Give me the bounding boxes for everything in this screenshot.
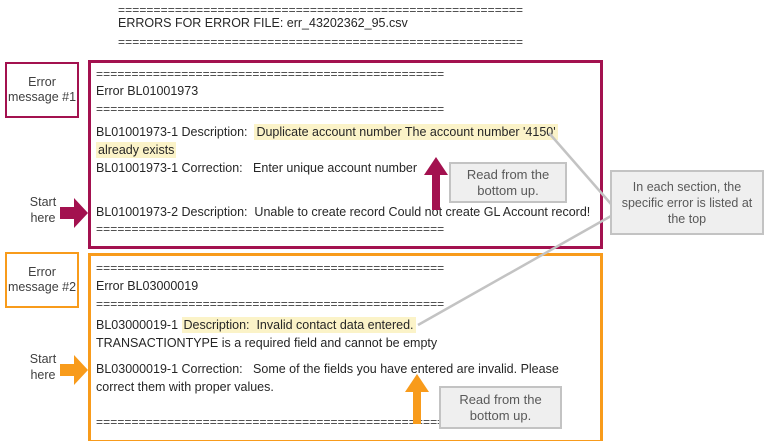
section1-desc-highlight: Duplicate account number The account num… bbox=[254, 124, 558, 140]
section2-correction-line1: BL03000019-1 Correction: Some of the fie… bbox=[96, 362, 559, 376]
section-note-callout: In each section, the specific error is l… bbox=[610, 170, 764, 235]
start-here-label-1: Start here bbox=[29, 195, 57, 225]
start-here-arrow-1-icon bbox=[60, 198, 88, 228]
section1-title: Error BL01001973 bbox=[96, 84, 199, 98]
section1-desc-highlight-line2: already exists bbox=[96, 142, 177, 158]
section2-correction-line2: correct them with proper values. bbox=[96, 380, 274, 394]
error-message-1-label: Error message #1 bbox=[5, 62, 79, 118]
read-bottom-up-callout-1: Read from the bottom up. bbox=[449, 162, 567, 203]
section2-description-line2: TRANSACTIONTYPE is a required field and … bbox=[96, 336, 438, 350]
section1-description2: BL01001973-2 Description: Unable to crea… bbox=[96, 205, 591, 219]
section1-description-line1: BL01001973-1 Description: Duplicate acco… bbox=[96, 124, 558, 140]
header-rule-top: ========================================… bbox=[118, 3, 524, 17]
section2-description-line1: BL03000019-1 Description: Invalid contac… bbox=[96, 317, 416, 333]
section1-correction: BL01001973-1 Correction: Enter unique ac… bbox=[96, 161, 418, 175]
section1-rule-top: ========================================… bbox=[96, 67, 445, 81]
header-title: ERRORS FOR ERROR FILE: err_43202362_95.c… bbox=[118, 16, 408, 30]
section1-rule-mid: ========================================… bbox=[96, 102, 445, 116]
start-here-arrow-2-icon bbox=[60, 355, 88, 385]
read-bottom-up-callout-2: Read from the bottom up. bbox=[439, 386, 562, 429]
section2-rule-top: ========================================… bbox=[96, 261, 445, 275]
section2-desc-prefix: BL03000019-1 bbox=[96, 318, 182, 332]
section1-desc-prefix: BL01001973-1 Description: bbox=[96, 125, 255, 139]
section2-title: Error BL03000019 bbox=[96, 279, 199, 293]
header-rule-bottom: ========================================… bbox=[118, 35, 524, 49]
start-here-label-2: Start here bbox=[29, 352, 57, 382]
section1-rule-bottom: ========================================… bbox=[96, 222, 445, 236]
error-message-2-label: Error message #2 bbox=[5, 252, 79, 308]
section2-desc-highlight: Description: Invalid contact data entere… bbox=[181, 317, 416, 333]
section2-rule-mid: ========================================… bbox=[96, 297, 445, 311]
error-section-1: ========================================… bbox=[88, 60, 603, 249]
section2-rule-bottom: ========================================… bbox=[96, 415, 445, 429]
section1-description-line2: already exists bbox=[96, 142, 177, 158]
